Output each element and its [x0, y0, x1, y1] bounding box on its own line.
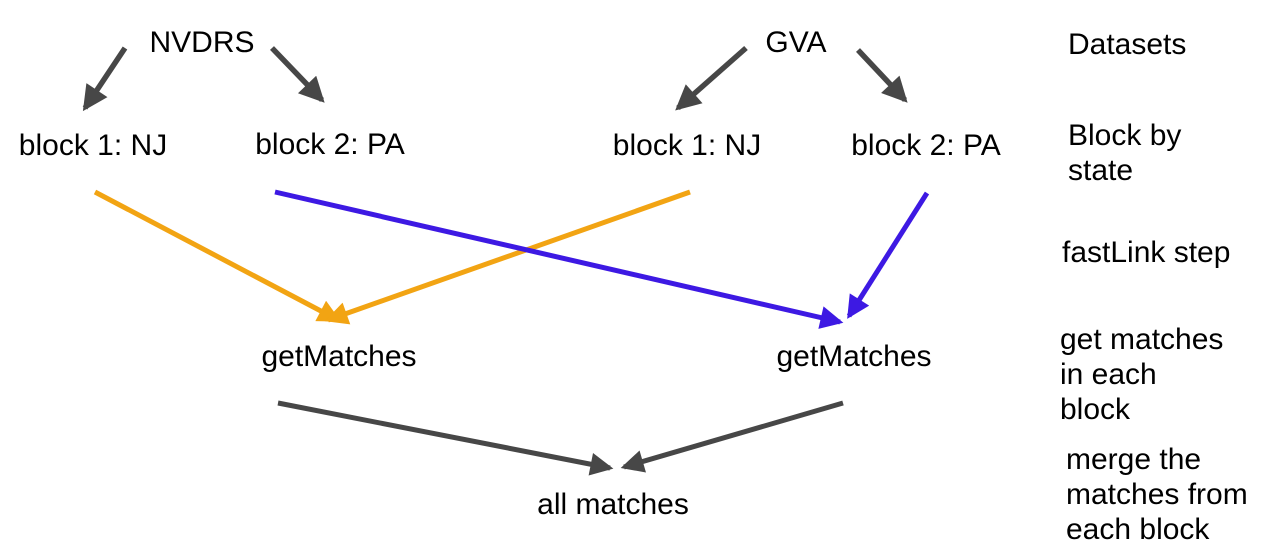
- annotation-block-by-state: Block by state: [1068, 119, 1182, 187]
- arrow-gva-to-block1: [675, 45, 748, 111]
- annotation-get-matches: get matches in each block: [1060, 323, 1224, 426]
- node-nvdrs: NVDRS: [149, 26, 255, 59]
- arrow-gva-to-block2: [855, 48, 908, 103]
- node-getmatches-left: getMatches: [261, 340, 417, 373]
- arrow-nvdrs-to-block2: [270, 46, 325, 103]
- node-gva-block1-nj: block 1: NJ: [612, 129, 762, 162]
- arrow-block1-nvdrs-to-getmatches-left: [93, 189, 342, 323]
- node-nvdrs-block2-pa: block 2: PA: [255, 128, 405, 161]
- arrow-nvdrs-to-block1: [82, 46, 128, 112]
- arrow-block2-gva-to-getmatches-right: [846, 191, 930, 319]
- annotation-merge: merge the matches from each block: [1066, 443, 1248, 546]
- arrow-getmatches-right-to-all-matches: [620, 400, 844, 473]
- arrow-block2-nvdrs-to-getmatches-right: [274, 189, 844, 329]
- annotation-fastlink-step: fastLink step: [1062, 236, 1231, 269]
- node-getmatches-right: getMatches: [776, 340, 932, 373]
- node-all-matches: all matches: [537, 488, 689, 521]
- arrow-getmatches-left-to-all-matches: [277, 400, 614, 476]
- node-gva: GVA: [765, 26, 827, 59]
- annotation-datasets: Datasets: [1068, 28, 1187, 61]
- node-nvdrs-block1-nj: block 1: NJ: [18, 129, 168, 162]
- node-gva-block2-pa: block 2: PA: [851, 129, 1001, 162]
- arrow-block1-gva-to-getmatches-left: [324, 189, 691, 325]
